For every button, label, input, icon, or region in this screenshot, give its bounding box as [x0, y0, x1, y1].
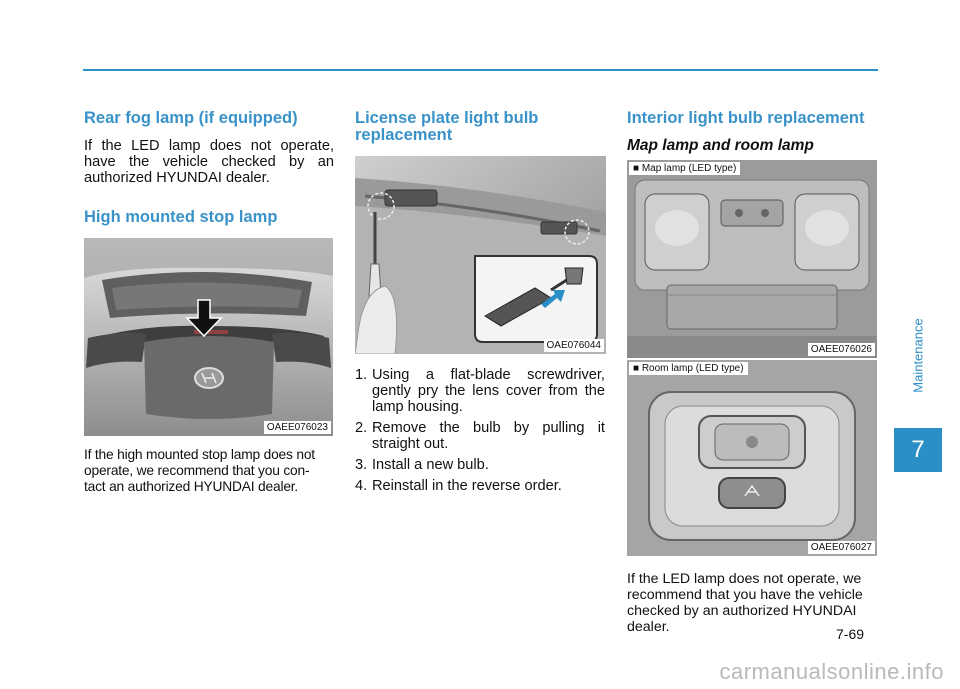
stop-lamp-text: If the high mounted stop lamp does not o…: [84, 447, 315, 494]
car-rear-illustration: [84, 238, 333, 436]
interior-subtitle: Map lamp and room lamp: [627, 137, 814, 154]
column-left: Rear fog lamp (if equipped) If the LED l…: [84, 110, 334, 495]
figure-code: OAEE076023: [263, 421, 331, 434]
license-title-line2: replacement: [355, 126, 453, 144]
step-item: 4.Reinstall in the reverse order.: [355, 478, 562, 494]
license-light-illustration: [355, 156, 606, 354]
top-rule: [83, 69, 878, 71]
room-lamp-figure: ■ Room lamp (LED type) OAEE076027: [627, 358, 877, 556]
column-right: Interior light bulb replacement Map lamp…: [627, 110, 877, 635]
footer-watermark: carmanualsonline.info: [719, 659, 944, 684]
stop-lamp-figure: OAEE076023: [84, 238, 333, 436]
step-item: 1.Using a flat-blade screwdriver, gently…: [355, 367, 605, 415]
interior-title: Interior light bulb replacement: [627, 109, 865, 127]
step-item: 2.Remove the bulb by pulling it straight…: [355, 420, 605, 452]
arrow-icon: [541, 290, 565, 308]
map-lamp-illustration: [627, 160, 877, 358]
room-lamp-illustration: [627, 360, 877, 556]
rear-fog-title: Rear fog lamp (if equipped): [84, 109, 298, 127]
map-lamp-caption: ■ Map lamp (LED type): [629, 162, 741, 175]
license-title: License plate light bulb replacement: [355, 110, 605, 144]
stop-lamp-title: High mounted stop lamp: [84, 208, 278, 226]
page-number: 7-69: [836, 626, 865, 642]
figure-code: OAE076044: [543, 339, 604, 352]
license-steps: 1.Using a flat-blade screwdriver, gently…: [355, 367, 605, 494]
figure-code: OAEE076026: [807, 343, 875, 356]
room-lamp-caption: ■ Room lamp (LED type): [629, 362, 748, 375]
interior-text: If the LED lamp does not operate, we rec…: [627, 571, 863, 635]
chapter-label: Maintenance: [910, 317, 926, 393]
rear-fog-text: If the LED lamp does not operate, have t…: [84, 138, 334, 186]
license-figure: OAE076044: [355, 156, 606, 354]
map-lamp-figure: ■ Map lamp (LED type) OAEE076026: [627, 160, 877, 358]
chapter-tab: 7: [894, 428, 942, 472]
step-item: 3.Install a new bulb.: [355, 457, 489, 473]
column-middle: License plate light bulb replacement: [355, 110, 606, 499]
license-title-line1: License plate light bulb: [355, 109, 539, 127]
arrow-down-icon: [185, 299, 223, 338]
figure-code: OAEE076027: [807, 541, 875, 554]
